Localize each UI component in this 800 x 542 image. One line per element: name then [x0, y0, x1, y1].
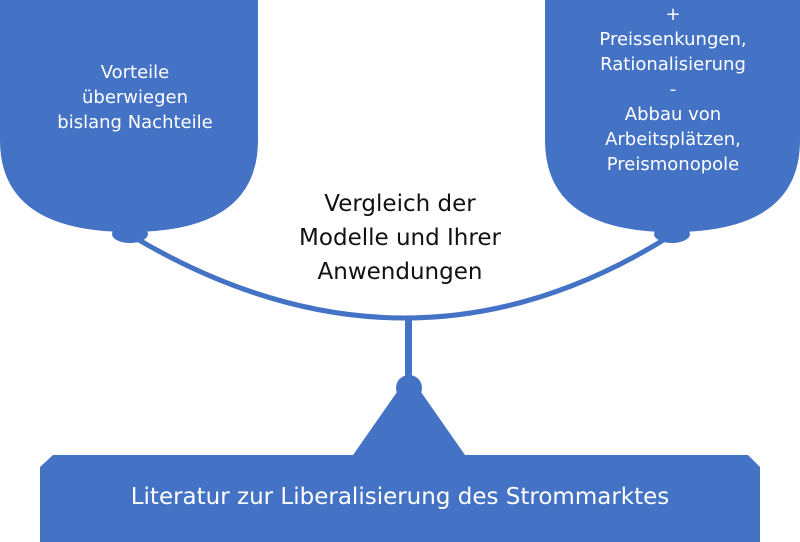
center-label-line: Vergleich der: [324, 191, 476, 217]
left-pan-line: überwiegen: [81, 87, 188, 108]
base-label: Literatur zur Liberalisierung des Stromm…: [130, 484, 670, 510]
right-pan-line: Preismonopole: [606, 154, 740, 175]
right-pan-shape: [545, 0, 800, 232]
scale-stand: [353, 392, 465, 455]
left-pan-line: Vorteile: [100, 62, 170, 83]
left-pan-line: bislang Nachteile: [57, 112, 213, 133]
center-label: Vergleich der Modelle und Ihrer Anwendun…: [250, 187, 550, 289]
right-pan-text: + Preissenkungen, Rationalisierung - Abb…: [553, 2, 793, 177]
right-pan-line: Rationalisierung: [600, 54, 746, 75]
right-pan-line: -: [669, 79, 677, 100]
base-block: [40, 455, 760, 542]
left-pan-shape: [0, 0, 258, 232]
right-pan-line: +: [665, 4, 681, 25]
center-label-line: Anwendungen: [317, 259, 483, 285]
scale-post: [405, 316, 412, 386]
left-pan-text: Vorteile überwiegen bislang Nachteile: [20, 60, 250, 135]
scale-beam: [129, 233, 673, 321]
center-label-line: Modelle und Ihrer: [299, 225, 501, 251]
right-pan-line: Abbau von: [624, 104, 722, 125]
right-pan-line: Preissenkungen,: [599, 29, 747, 50]
right-pan-line: Arbeitsplätzen,: [605, 129, 741, 150]
